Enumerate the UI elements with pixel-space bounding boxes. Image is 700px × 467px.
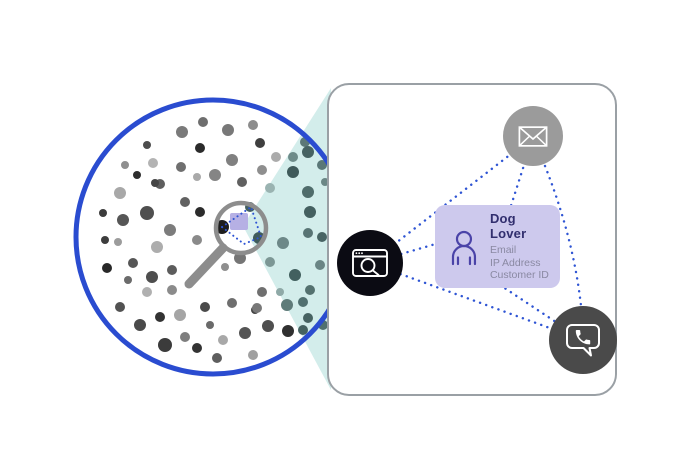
- identity-attribute-customer-id: Customer ID: [489, 269, 549, 282]
- population-dots: [99, 117, 329, 363]
- identity-attribute-ip: IP Address: [489, 256, 541, 269]
- envelope-icon: [518, 125, 548, 147]
- web-node: [337, 230, 403, 296]
- browser-search-icon: [352, 249, 388, 277]
- lens-mini-network: [220, 205, 263, 246]
- phone-chat-icon: [566, 324, 600, 357]
- identity-card-title: Dog Lover: [489, 211, 527, 242]
- magnifier-lens: [213, 200, 269, 256]
- magnifier-handle: [184, 243, 228, 289]
- email-node: [503, 106, 563, 166]
- identity-card-text: Dog Lover Email IP Address Customer ID: [490, 211, 552, 282]
- phone-node: [549, 306, 617, 374]
- person-icon: [451, 230, 477, 265]
- identity-card: Dog Lover Email IP Address Customer ID: [435, 205, 560, 288]
- lens-highlight-square: [230, 213, 248, 230]
- identity-attribute-email: Email: [489, 244, 517, 257]
